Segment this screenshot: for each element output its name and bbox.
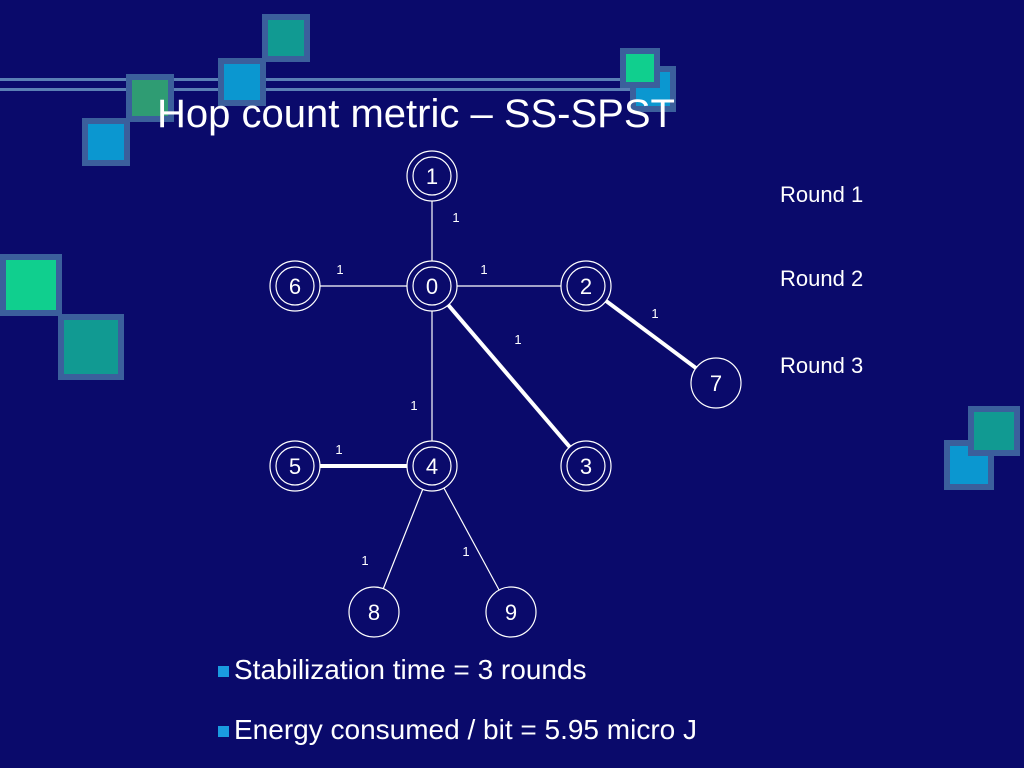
- edge-weight-label: 1: [514, 332, 521, 347]
- edge-0-3: [446, 303, 572, 449]
- node-label: 2: [580, 274, 592, 299]
- edge-4-8: [382, 489, 424, 589]
- node-7: 7: [690, 357, 742, 409]
- node-3: 3: [560, 440, 612, 492]
- bullet-item: Energy consumed / bit = 5.95 micro J: [218, 700, 697, 760]
- node-1: 1: [406, 150, 458, 202]
- decor-square: [218, 58, 266, 106]
- edge-weight-label: 1: [462, 544, 469, 559]
- edge-weight-label: 1: [410, 398, 417, 413]
- round-label-1: Round 1: [780, 182, 864, 207]
- bullet-text: Energy consumed / bit = 5.95 micro J: [234, 714, 697, 745]
- bullet-item: Stabilization time = 3 rounds: [218, 640, 697, 700]
- node-label: 5: [289, 454, 301, 479]
- node-label: 4: [426, 454, 438, 479]
- edge-2-7: [604, 299, 698, 370]
- round-label-3: Round 3: [780, 353, 864, 378]
- slide-title: Hop count metric – SS-SPST: [157, 92, 675, 136]
- decor-square: [262, 14, 310, 62]
- edge-weight-label: 1: [335, 442, 342, 457]
- edge-weight-label: 1: [651, 306, 658, 321]
- decor-square: [620, 48, 660, 88]
- round-label-2: Round 2: [780, 266, 864, 291]
- node-2: 2: [560, 260, 612, 312]
- node-5: 5: [269, 440, 321, 492]
- decor-square: [58, 314, 124, 380]
- node-label: 6: [289, 274, 301, 299]
- edge-weight-label: 1: [336, 262, 343, 277]
- node-label: 1: [426, 164, 438, 189]
- header-rule-bottom: [0, 88, 660, 91]
- node-0: 0: [406, 260, 458, 312]
- header-rule-top: [0, 78, 660, 81]
- edge-weight-label: 1: [480, 262, 487, 277]
- node-label: 7: [710, 371, 722, 396]
- bullet-text: Stabilization time = 3 rounds: [234, 654, 587, 685]
- bullet-list: Stabilization time = 3 rounds Energy con…: [218, 640, 697, 760]
- node-label: 0: [426, 274, 438, 299]
- decor-square: [126, 74, 174, 122]
- node-label: 8: [368, 600, 380, 625]
- decor-square: [82, 118, 130, 166]
- node-6: 6: [269, 260, 321, 312]
- node-8: 8: [348, 586, 400, 638]
- square-bullet-icon: [218, 665, 229, 677]
- node-4: 4: [406, 440, 458, 492]
- node-label: 9: [505, 600, 517, 625]
- edge-4-9: [443, 487, 500, 591]
- node-9: 9: [485, 586, 537, 638]
- node-label: 3: [580, 454, 592, 479]
- edge-weight-label: 1: [361, 553, 368, 568]
- decor-square: [0, 254, 62, 316]
- square-bullet-icon: [218, 725, 229, 737]
- edge-weight-label: 1: [452, 210, 459, 225]
- decor-square: [968, 406, 1020, 456]
